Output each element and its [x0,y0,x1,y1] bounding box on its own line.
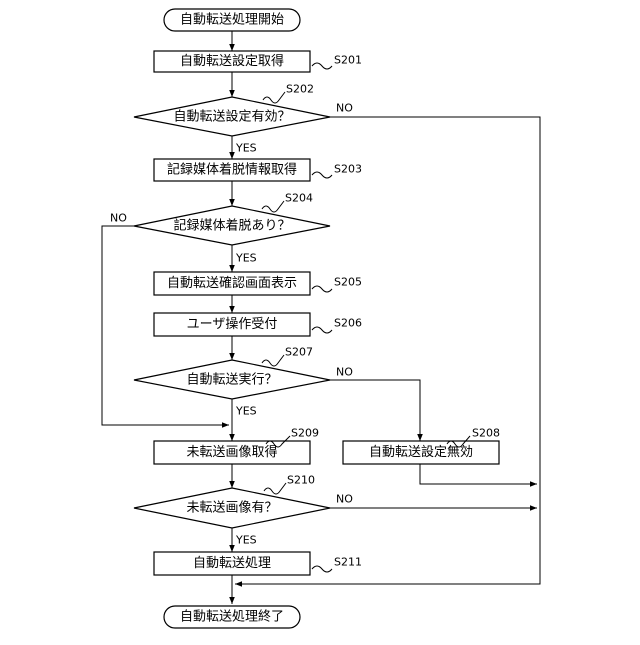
s207-label: 自動転送実行？ [186,372,277,388]
s202-label: 自動転送設定有効？ [173,109,290,125]
step-s211: S211 [334,556,362,569]
leader-s206 [312,327,332,333]
s205-label: 自動転送確認画面表示 [167,275,297,291]
end-terminal: 自動転送処理終了 [164,606,300,628]
leader-s203 [312,172,332,178]
process-s203: 記録媒体着脱情報取得 [154,159,310,181]
s210-label: 未転送画像有？ [186,501,277,516]
branch-s202-no: NO [336,102,353,115]
s209-label: 未転送画像取得 [186,444,277,460]
branch-s207-no: NO [336,366,353,379]
process-s211: 自動転送処理 [154,552,310,575]
leader-s211 [312,566,332,572]
s203-label: 記録媒体着脱情報取得 [167,162,297,178]
branch-s210-yes: YES [235,534,257,547]
process-s209: 未転送画像取得 [154,441,310,464]
branch-s207-yes: YES [235,405,257,418]
branch-s210-no: NO [336,493,353,506]
step-s203: S203 [334,163,362,176]
branch-s202-yes: YES [235,142,257,155]
process-s201: 自動転送設定取得 [154,51,310,72]
process-s205: 自動転送確認画面表示 [154,272,310,295]
s201-label: 自動転送設定取得 [180,53,284,69]
process-s206: ユーザ操作受付 [154,313,310,336]
step-s209: S209 [291,427,319,440]
end-label: 自動転送処理終了 [180,609,284,625]
step-s210: S210 [287,474,315,487]
leader-s204 [262,201,284,212]
process-s208: 自動転送設定無効 [343,441,499,464]
leader-s201 [312,63,332,69]
step-s201: S201 [334,54,362,67]
start-terminal: 自動転送処理開始 [164,9,300,31]
step-s204: S204 [285,192,313,205]
branch-s204-yes: YES [235,252,257,265]
step-s205: S205 [334,276,362,289]
step-labels: S201 S202 S203 S204 S205 S206 S207 S208 … [285,54,500,569]
decision-s207: 自動転送実行？ [134,360,330,399]
step-s202: S202 [286,83,314,96]
leader-s202 [263,92,285,103]
step-s208: S208 [472,427,500,440]
decision-s202: 自動転送設定有効？ [134,97,330,136]
s204-label: 記録媒体着脱あり？ [173,218,290,234]
s206-label: ユーザ操作受付 [187,316,278,332]
leader-s205 [312,286,332,292]
branch-s204-no: NO [110,212,127,225]
arrow-s208-out [420,464,537,484]
s211-label: 自動転送処理 [193,556,271,571]
leader-s207 [262,355,284,366]
arrow-s207-no [330,380,420,441]
start-label: 自動転送処理開始 [180,13,284,28]
decision-s210: 未転送画像有？ [134,488,330,528]
step-s206: S206 [334,317,362,330]
decision-s204: 記録媒体着脱あり？ [134,206,330,245]
leader-s210 [264,483,286,494]
step-s207: S207 [285,346,313,359]
